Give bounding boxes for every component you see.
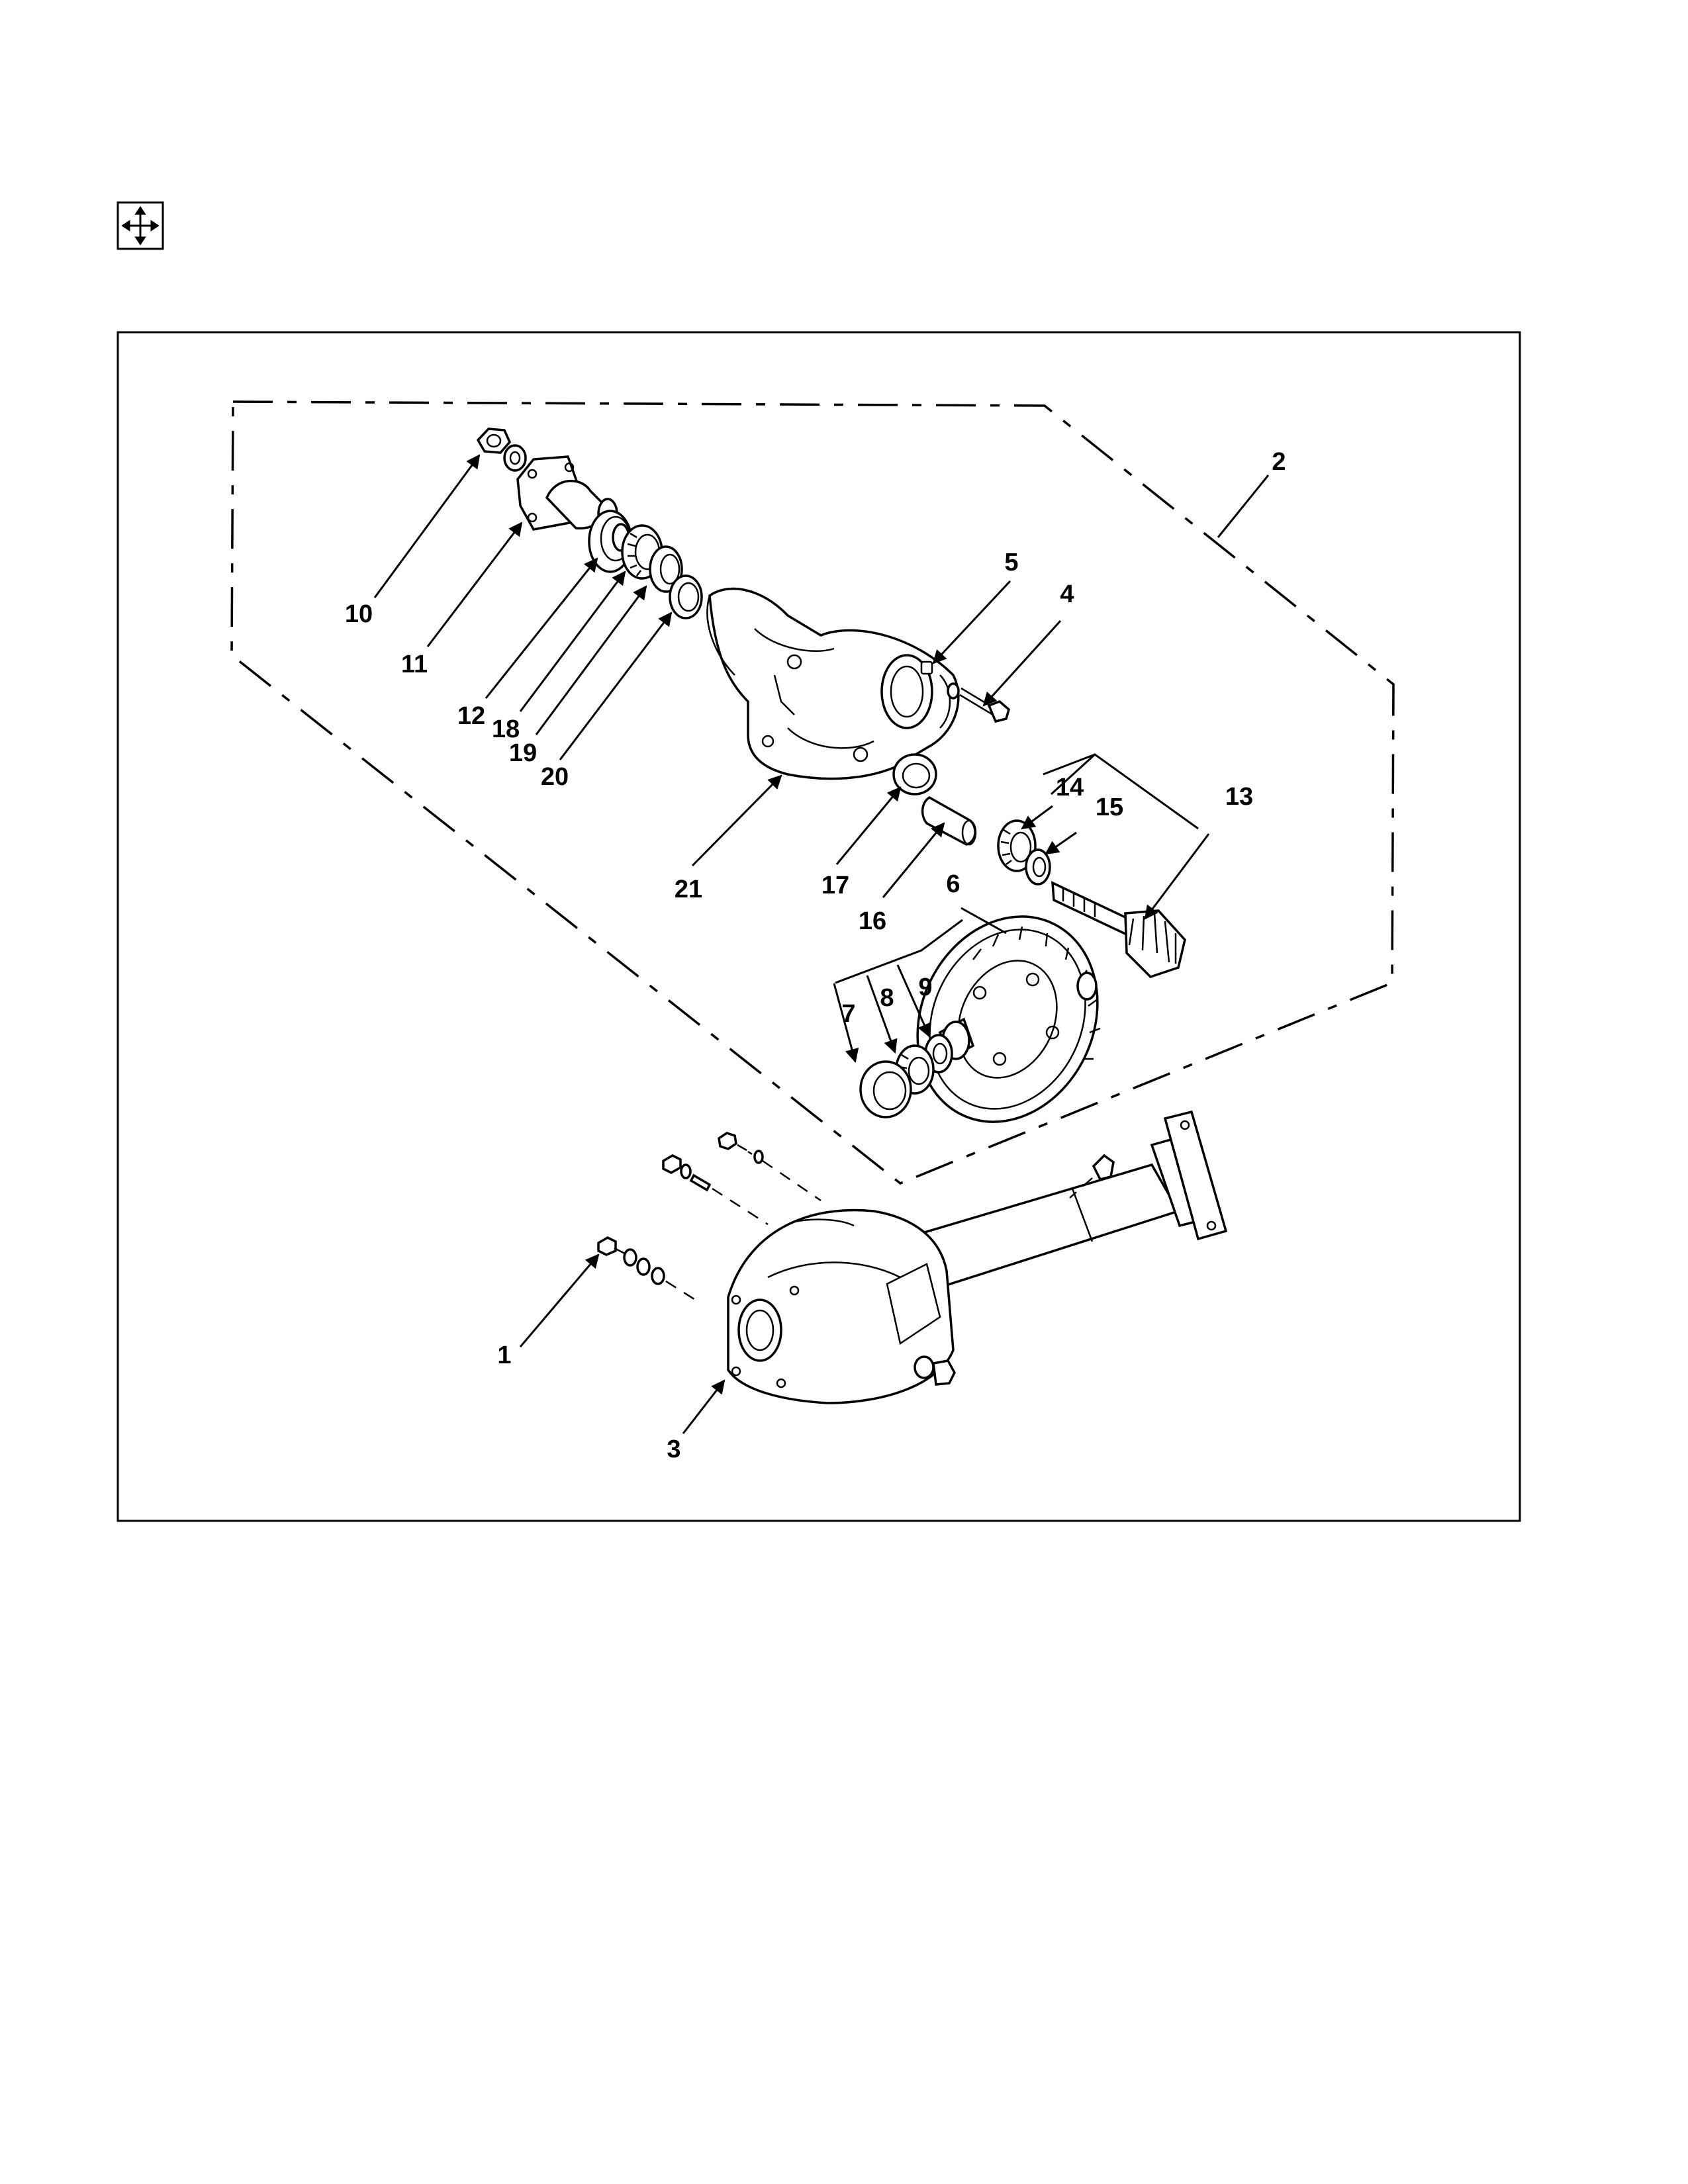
callout-21: 21 bbox=[675, 876, 702, 903]
cover-fasteners-part bbox=[663, 1133, 821, 1224]
callout-12: 12 bbox=[457, 702, 485, 730]
move-arrows-icon[interactable] bbox=[118, 203, 163, 249]
callout-6: 6 bbox=[946, 870, 960, 898]
callout-8: 8 bbox=[880, 984, 894, 1012]
assembly-boundary bbox=[232, 402, 1393, 1183]
callout-3: 3 bbox=[667, 1435, 680, 1463]
callout-17: 17 bbox=[821, 872, 849, 899]
callout-5: 5 bbox=[1004, 549, 1018, 576]
callout-1: 1 bbox=[497, 1342, 511, 1369]
callout-16: 16 bbox=[859, 907, 886, 935]
nut-part bbox=[478, 429, 526, 471]
callout-11: 11 bbox=[401, 651, 428, 678]
callout-14: 14 bbox=[1056, 774, 1084, 801]
callout-2: 2 bbox=[1272, 448, 1286, 476]
shim-part bbox=[670, 576, 702, 618]
axle-housing-part bbox=[728, 1112, 1226, 1403]
pinion-shim-part bbox=[1026, 850, 1050, 884]
callout-9: 9 bbox=[918, 974, 932, 1001]
callout-4: 4 bbox=[1060, 580, 1074, 608]
callout-19: 19 bbox=[509, 739, 537, 767]
screw-washers-part bbox=[598, 1238, 702, 1304]
spacer-sleeve-part bbox=[923, 797, 976, 844]
callout-20: 20 bbox=[541, 763, 569, 791]
callout-7: 7 bbox=[841, 1000, 855, 1028]
callout-13: 13 bbox=[1225, 783, 1253, 811]
callout-15: 15 bbox=[1096, 794, 1123, 821]
carrier-housing-part bbox=[707, 589, 958, 779]
callout-10: 10 bbox=[345, 600, 373, 628]
case-bearing-cup-part bbox=[861, 1062, 911, 1117]
